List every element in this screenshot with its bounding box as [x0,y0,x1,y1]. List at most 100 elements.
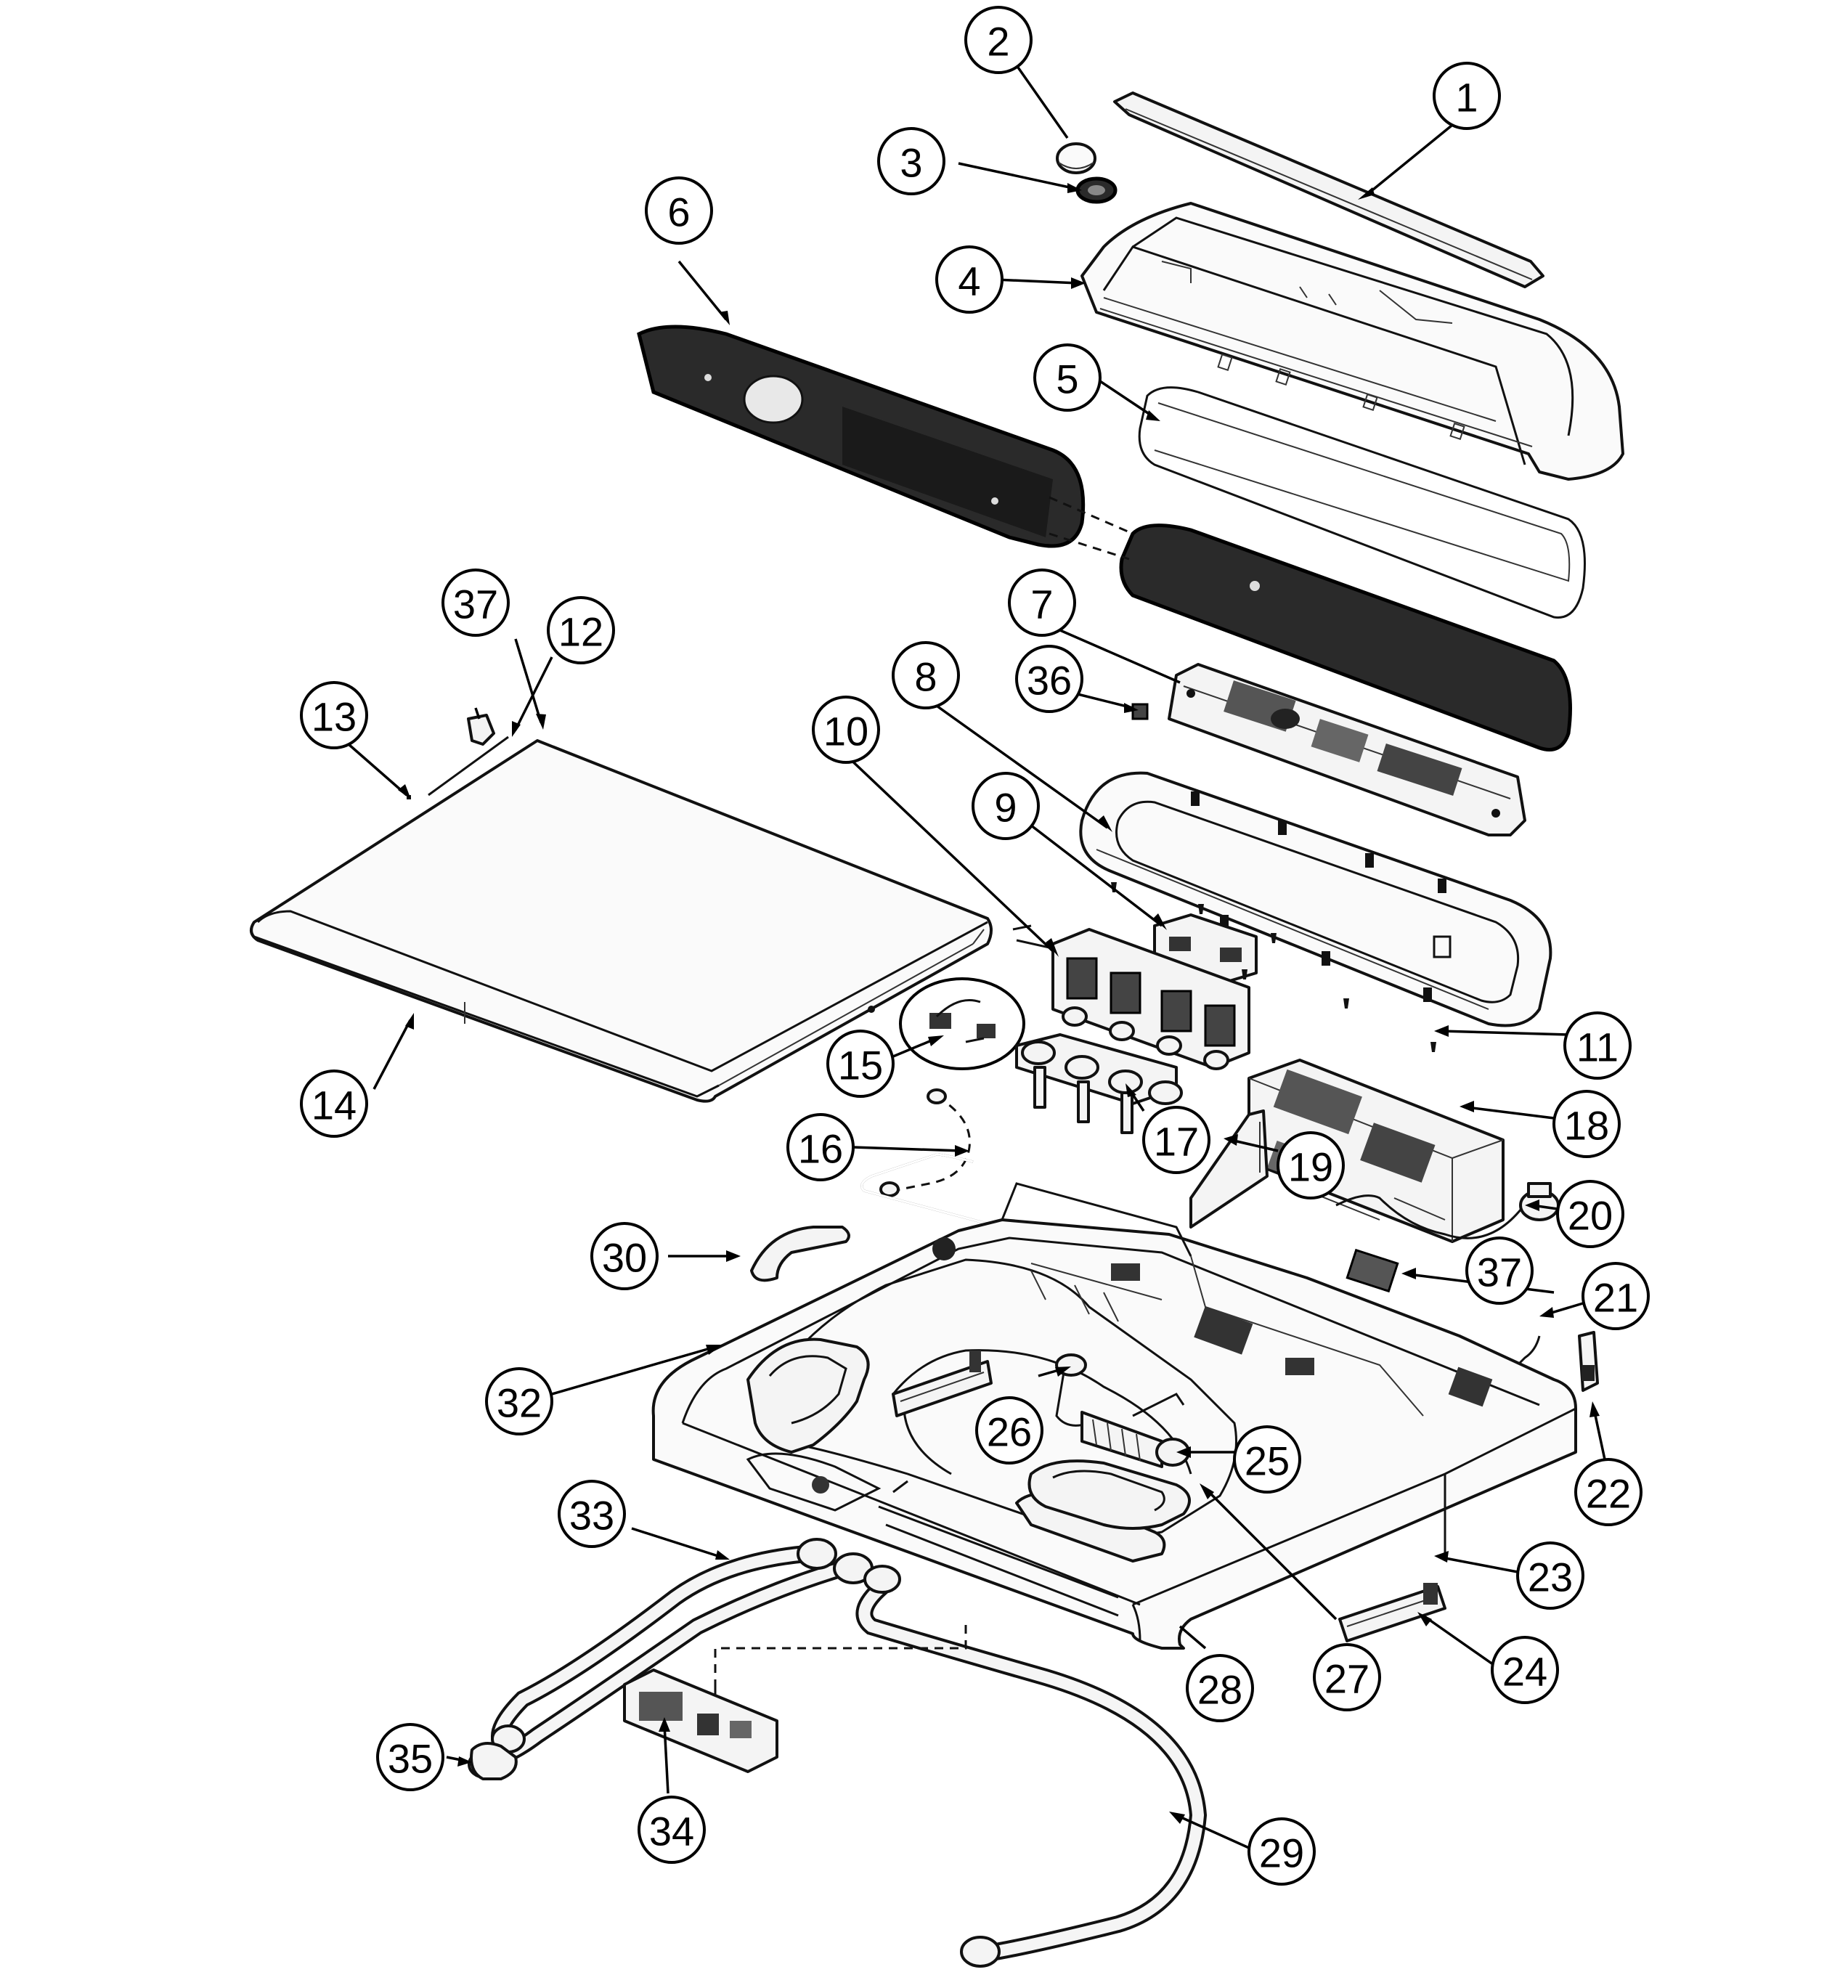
part-hose-elbow [470,1742,518,1780]
callout-label: 8 [914,654,937,700]
part-knob-bezel [1075,176,1118,204]
callout-33[interactable]: 33 [558,1480,626,1548]
callout-4[interactable]: 4 [935,245,1004,314]
part-handle-cap [750,1226,850,1282]
part-console-frame [1079,771,1552,1027]
part-drain-hose [855,1565,1208,1968]
callout-32[interactable]: 32 [485,1367,553,1435]
callout-2[interactable]: 2 [964,6,1033,74]
callout-19[interactable]: 19 [1277,1131,1345,1199]
part-lens-gasket [1138,386,1586,619]
callout-label: 28 [1197,1667,1242,1713]
callout-label: 12 [558,609,603,655]
callout-26[interactable]: 26 [975,1396,1043,1464]
part-inlet-hoses [468,1538,874,1779]
callout-label: 24 [1502,1649,1547,1695]
part-hinge-bracket [746,1337,870,1454]
callout-10[interactable]: 10 [812,696,880,764]
callout-7[interactable]: 7 [1008,569,1076,637]
part-lid [250,739,993,1103]
callout-13[interactable]: 13 [300,681,368,749]
callout-37-top[interactable]: 37 [441,569,510,637]
callout-label: 13 [312,694,357,740]
callout-12[interactable]: 12 [547,596,615,664]
callout-28[interactable]: 28 [1186,1654,1254,1722]
part-water-valve-assembly [1012,924,1250,1070]
part-rear-plate-37 [1346,1248,1399,1293]
callout-label: 11 [1576,1024,1619,1070]
part-knob [1056,142,1096,174]
callout-label: 10 [823,709,868,754]
part-console-housing [1080,202,1624,481]
part-small-clip [1131,703,1149,720]
callout-25[interactable]: 25 [1233,1425,1301,1494]
callout-label: 34 [649,1809,694,1854]
part-wire-harness-connector [899,977,1025,1070]
part-valve-bracket [623,1669,778,1773]
callout-20[interactable]: 20 [1556,1180,1624,1248]
hose-alignment-lines [714,1619,967,1706]
callout-label: 25 [1245,1438,1290,1484]
callout-label: 14 [312,1083,357,1128]
part-clip-22 [1578,1331,1599,1392]
callout-label: 6 [667,190,690,235]
part-control-board [1168,663,1526,836]
callout-8[interactable]: 8 [892,641,960,709]
callout-label: 20 [1568,1193,1613,1239]
callout-label: 29 [1259,1830,1304,1876]
callout-label: 15 [838,1043,883,1088]
callout-label: 16 [798,1126,843,1172]
callout-6[interactable]: 6 [645,176,713,245]
part-display-window [1119,524,1572,751]
callout-label: 5 [1056,357,1078,402]
callout-18[interactable]: 18 [1552,1090,1621,1158]
callout-21[interactable]: 21 [1582,1262,1650,1330]
part-dark-overlay-panel [637,325,1086,548]
part-hinge-right [1338,1583,1446,1642]
callout-9[interactable]: 9 [972,772,1040,840]
callout-label: 17 [1154,1119,1199,1165]
callout-29[interactable]: 29 [1247,1817,1316,1886]
callout-5[interactable]: 5 [1033,343,1102,412]
callout-label: 18 [1564,1103,1609,1149]
callout-1[interactable]: 1 [1433,62,1501,130]
callout-label: 26 [987,1409,1032,1455]
callout-label: 35 [388,1736,433,1782]
part-trim-strip [1113,91,1544,288]
callout-label: 27 [1324,1656,1369,1702]
callout-35[interactable]: 35 [376,1723,444,1791]
callout-15[interactable]: 15 [826,1030,895,1098]
callout-27[interactable]: 27 [1313,1643,1381,1711]
callout-37-rear[interactable]: 37 [1465,1237,1534,1305]
callout-3[interactable]: 3 [877,127,945,195]
callout-label: 19 [1288,1144,1333,1190]
callout-label: 23 [1528,1555,1573,1600]
part-support-rod [860,1153,1541,1366]
callout-label: 37 [453,582,498,627]
callout-16[interactable]: 16 [786,1113,855,1181]
callout-24[interactable]: 24 [1491,1636,1559,1704]
callout-label: 36 [1027,658,1072,704]
callout-34[interactable]: 34 [638,1796,706,1864]
callout-label: 7 [1030,582,1053,627]
callout-label: 37 [1477,1250,1522,1295]
callout-30[interactable]: 30 [590,1222,659,1290]
callout-17[interactable]: 17 [1142,1106,1210,1174]
part-hose-manifold [1015,1033,1183,1134]
callout-14[interactable]: 14 [300,1070,368,1138]
callout-11[interactable]: 11 [1563,1011,1632,1080]
callout-22[interactable]: 22 [1574,1458,1643,1526]
part-screws [1111,882,1436,1052]
callout-36[interactable]: 36 [1015,645,1083,713]
callout-label: 4 [958,258,980,304]
part-hinge-clip-37 [467,714,495,746]
callout-23[interactable]: 23 [1516,1541,1584,1610]
callout-label: 21 [1593,1275,1638,1321]
callout-label: 1 [1455,75,1478,121]
callout-label: 22 [1586,1471,1631,1517]
leader-lines [347,64,1606,1849]
callout-label: 2 [987,19,1009,65]
callout-label: 30 [602,1235,647,1281]
